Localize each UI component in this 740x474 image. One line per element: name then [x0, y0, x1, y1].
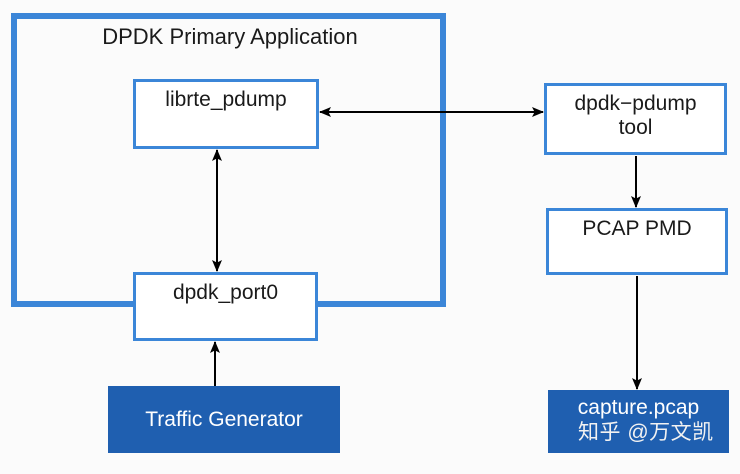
zhihu-watermark: 知乎 @万文凯	[578, 421, 714, 444]
node-capture-pcap[interactable]: capture.pcap	[548, 390, 729, 453]
node-dpdk-port0[interactable]: dpdk_port0	[133, 272, 318, 341]
node-librte-pdump-label: librte_pdump	[165, 88, 287, 111]
node-pcap-pmd-label: PCAP PMD	[582, 217, 692, 240]
node-traffic-generator[interactable]: Traffic Generator	[108, 386, 340, 453]
node-dpdk-pdump-tool-label-line2: tool	[618, 115, 653, 139]
node-dpdk-pdump-tool-label-line1: dpdk−pdump	[574, 92, 697, 115]
node-dpdk-pdump-tool[interactable]: dpdk−pdump tool	[544, 83, 727, 155]
dpdk-primary-application-container	[11, 13, 446, 307]
node-pcap-pmd[interactable]: PCAP PMD	[546, 208, 728, 275]
node-capture-pcap-label: capture.pcap	[577, 396, 700, 419]
node-librte-pdump[interactable]: librte_pdump	[133, 79, 319, 149]
dpdk-primary-application-title: DPDK Primary Application	[102, 24, 358, 49]
node-dpdk-pdump-tool-label: dpdk−pdump tool	[547, 92, 724, 139]
node-dpdk-port0-label: dpdk_port0	[172, 281, 279, 304]
node-traffic-generator-label: Traffic Generator	[145, 407, 303, 431]
